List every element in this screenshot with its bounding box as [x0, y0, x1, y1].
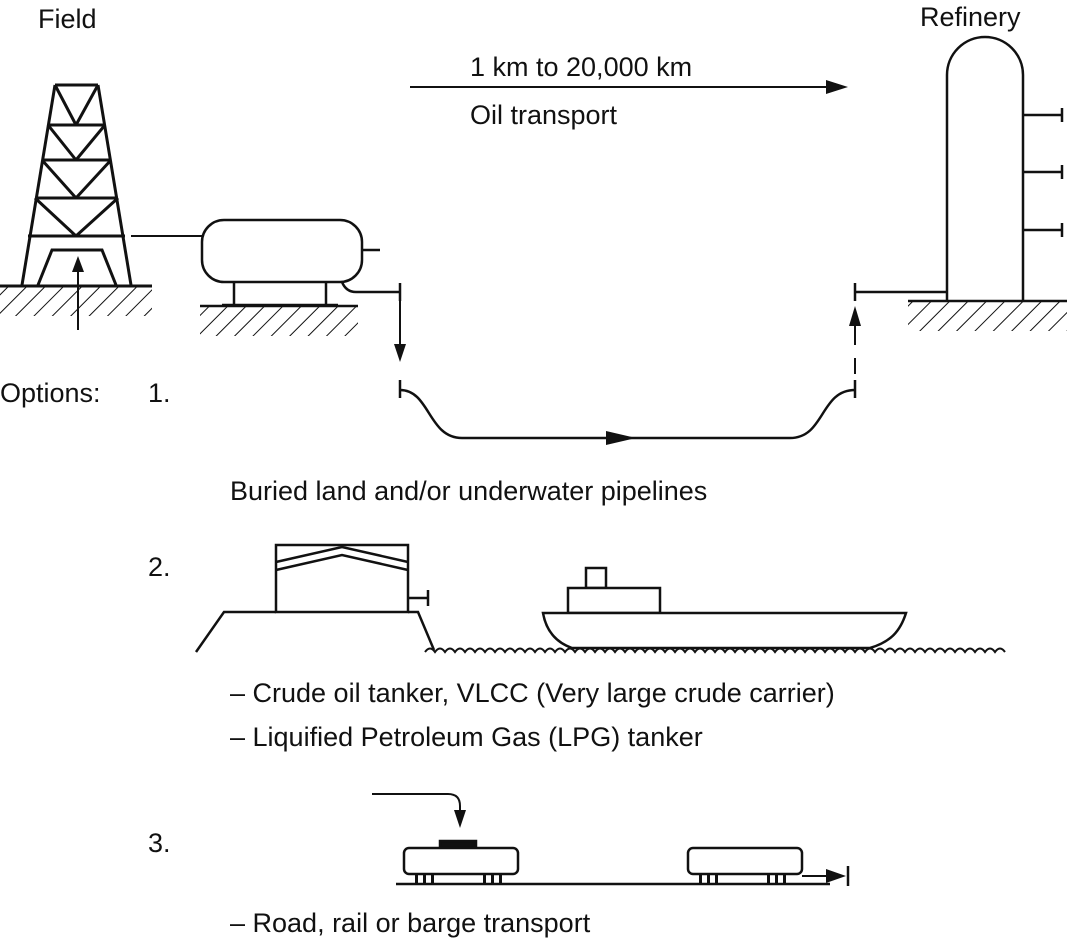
tank-outlet-pipe — [340, 281, 402, 301]
buried-pipeline — [398, 380, 857, 440]
refinery-label: Refinery — [920, 2, 1021, 32]
ground-hatch-refinery — [908, 299, 1067, 331]
ground-hatch-tank — [200, 304, 358, 336]
option3-description: – Road, rail or barge transport — [230, 908, 591, 938]
loading-arrow — [372, 793, 466, 828]
refinery-inlet-pipe — [853, 283, 947, 301]
sea-waves — [424, 647, 1006, 654]
tanker-ship-icon — [541, 566, 908, 650]
rail-track — [396, 866, 850, 886]
field-label: Field — [38, 4, 97, 34]
option2-number: 2. — [148, 552, 171, 582]
oil-derrick-icon — [20, 83, 133, 286]
options-label: Options: — [0, 378, 101, 408]
option1-number: 1. — [148, 378, 171, 408]
distance-label: 1 km to 20,000 km — [470, 52, 692, 82]
pipeline-down-arrow — [394, 301, 406, 362]
option2-line1: – Crude oil tanker, VLCC (Very large cru… — [230, 678, 835, 708]
option3-number: 3. — [148, 828, 171, 858]
ground-hatch-field — [0, 284, 152, 316]
rail-car-icon — [402, 839, 804, 884]
pipeline-flow-arrow — [606, 431, 636, 445]
refinery-column-icon — [945, 35, 1064, 300]
option1-description: Buried land and/or underwater pipelines — [230, 476, 707, 506]
pipeline-up-arrow — [849, 306, 861, 374]
terminal-building-icon — [194, 543, 436, 653]
transport-direction-arrow — [410, 80, 848, 94]
oil-transport-label: Oil transport — [470, 100, 618, 130]
option2-line2: – Liquified Petroleum Gas (LPG) tanker — [230, 722, 703, 752]
